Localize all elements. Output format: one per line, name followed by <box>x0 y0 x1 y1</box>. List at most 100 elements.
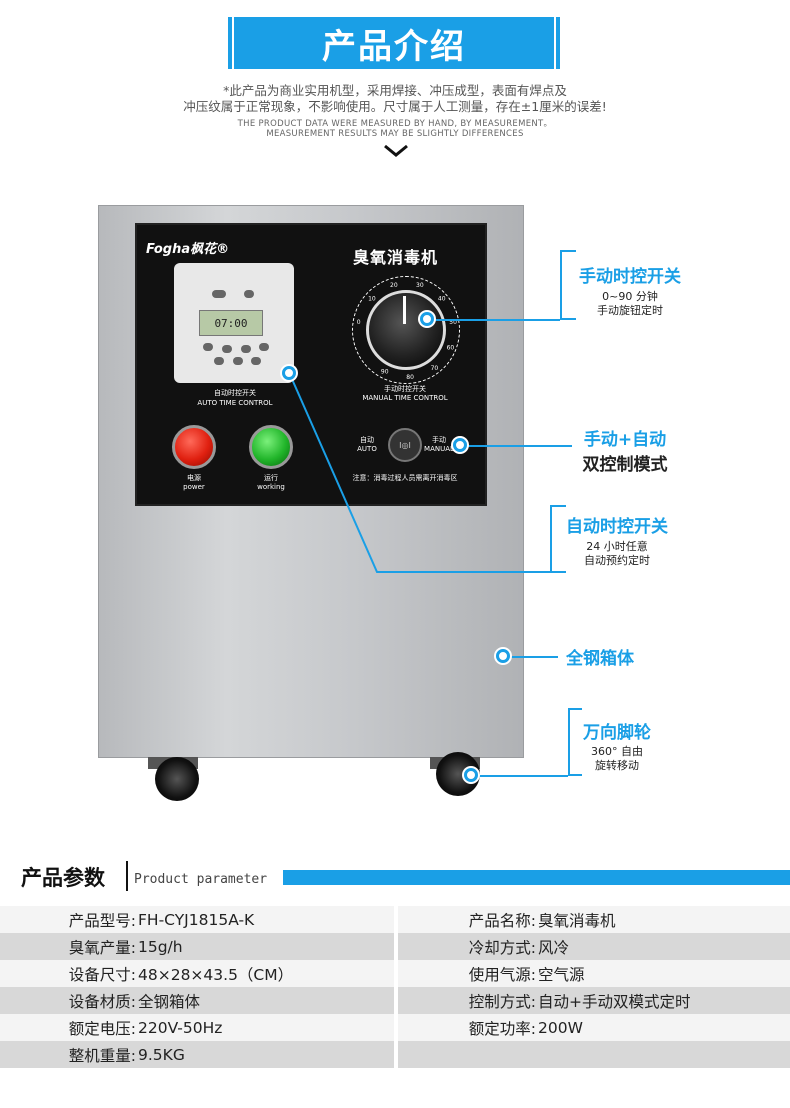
callout-wheels: 万向脚轮 360° 自由 旋转移动 <box>572 718 662 773</box>
param-label: 使用气源: <box>398 960 538 987</box>
param-value: 220V-50Hz <box>138 1014 394 1041</box>
timer-button <box>241 345 251 353</box>
switch-auto-en: AUTO <box>357 445 377 453</box>
callout-auto-timer: 自动时控开关 24 小时任意 自动预约定时 <box>555 512 679 568</box>
param-value: 自动+手动双模式定时 <box>538 987 790 1014</box>
param-gap <box>394 933 398 960</box>
brand-logo: Fogha枫花® <box>146 242 230 257</box>
callout-title: 万向脚轮 <box>583 723 651 743</box>
callout-line-2: 旋转移动 <box>595 759 639 772</box>
callout-body: 全钢箱体 <box>558 644 642 669</box>
power-indicator <box>172 425 216 469</box>
params-divider <box>126 861 128 891</box>
callout-line-1: 双控制模式 <box>582 455 668 475</box>
param-label: 整机重量: <box>0 1041 138 1068</box>
callout-title: 全钢箱体 <box>566 649 634 669</box>
dial-number: 40 <box>438 296 446 303</box>
dial-scale <box>352 276 460 384</box>
working-label-en: working <box>257 483 285 491</box>
param-label <box>398 1041 538 1068</box>
working-label-cn: 运行 <box>264 474 278 482</box>
dial-number: 50 <box>449 319 457 326</box>
param-label: 额定电压: <box>0 1014 138 1041</box>
param-label: 设备尺寸: <box>0 960 138 987</box>
params-subtitle: Product parameter <box>134 872 268 887</box>
timer-button <box>233 357 243 365</box>
params-accent-bar <box>283 870 790 885</box>
callout-bracket <box>568 708 582 776</box>
param-value: 9.5KG <box>138 1041 394 1068</box>
manual-timer-label-cn: 手动时控开关 <box>384 385 426 393</box>
dial-number: 60 <box>447 345 455 352</box>
param-value <box>538 1041 790 1068</box>
callout-dot <box>496 649 510 663</box>
callout-title: 手动+自动 <box>583 430 667 450</box>
callout-bracket <box>550 505 566 573</box>
callout-line <box>510 656 558 658</box>
param-gap <box>394 960 398 987</box>
power-label-cn: 电源 <box>187 474 201 482</box>
param-label: 产品名称: <box>398 906 538 933</box>
table-row: 整机重量:9.5KG <box>0 1041 790 1068</box>
timer-button <box>259 343 269 351</box>
callout-dot <box>282 366 296 380</box>
knob-pointer <box>403 296 406 324</box>
dial-number: 90 <box>381 369 389 376</box>
working-indicator <box>249 425 293 469</box>
callout-dot <box>420 312 434 326</box>
timer-button <box>212 290 226 298</box>
mode-switch-icon: I◎I <box>388 428 422 462</box>
manual-timer-knob <box>366 290 446 370</box>
switch-auto-cn: 自动 <box>360 436 374 444</box>
param-label: 设备材质: <box>0 987 138 1014</box>
param-label: 产品型号: <box>0 906 138 933</box>
callout-manual-timer: 手动时控开关 0~90 分钟 手动旋钮定时 <box>568 262 692 318</box>
callout-title: 手动时控开关 <box>579 267 681 287</box>
auto-timer-label-en: AUTO TIME CONTROL <box>197 399 273 407</box>
callout-line-2: 手动旋钮定时 <box>597 304 663 317</box>
page-title: 产品介绍 <box>228 17 560 69</box>
dial-number: 30 <box>416 282 424 289</box>
notice-line-2: 冲压纹属于正常现象，不影响使用。尺寸属于人工测量，存在±1厘米的误差! <box>183 99 607 114</box>
param-gap <box>394 1041 398 1068</box>
manual-timer-label-en: MANUAL TIME CONTROL <box>362 394 448 402</box>
dial-number: 10 <box>368 296 376 303</box>
timer-button <box>222 345 232 353</box>
timer-display: 07:00 <box>199 310 263 336</box>
table-row: 设备尺寸:48×28×43.5（CM）使用气源:空气源 <box>0 960 790 987</box>
callout-line <box>467 445 572 447</box>
param-label: 冷却方式: <box>398 933 538 960</box>
param-label: 额定功率: <box>398 1014 538 1041</box>
param-gap <box>394 1014 398 1041</box>
dial-number: 20 <box>390 282 398 289</box>
auto-timer-label-cn: 自动时控开关 <box>214 389 256 397</box>
callout-bracket <box>560 250 576 320</box>
dial-number: 70 <box>431 365 439 372</box>
param-gap <box>394 987 398 1014</box>
dial-number: 0 <box>357 319 361 326</box>
callout-line-1: 24 小时任意 <box>586 540 648 553</box>
timer-button <box>244 290 254 298</box>
callout-line-1: 0~90 分钟 <box>602 290 658 303</box>
callout-dot <box>453 438 467 452</box>
param-value: FH-CYJ1815A-K <box>138 906 394 933</box>
callout-line-2: 自动预约定时 <box>584 554 650 567</box>
params-title: 产品参数 <box>21 866 105 890</box>
param-value: 风冷 <box>538 933 790 960</box>
switch-manual-en: MANUAL <box>424 445 454 453</box>
warning-text: 注意：消毒过程人员需离开消毒区 <box>352 474 458 482</box>
param-gap <box>394 906 398 933</box>
param-label: 控制方式: <box>398 987 538 1014</box>
power-label-en: power <box>183 483 205 491</box>
callout-line <box>478 775 568 777</box>
callout-mode: 手动+自动 双控制模式 <box>572 425 678 475</box>
switch-manual-cn: 手动 <box>432 436 446 444</box>
param-value: 48×28×43.5（CM） <box>138 960 394 987</box>
callout-title: 自动时控开关 <box>566 517 668 537</box>
param-value: 15g/h <box>138 933 394 960</box>
